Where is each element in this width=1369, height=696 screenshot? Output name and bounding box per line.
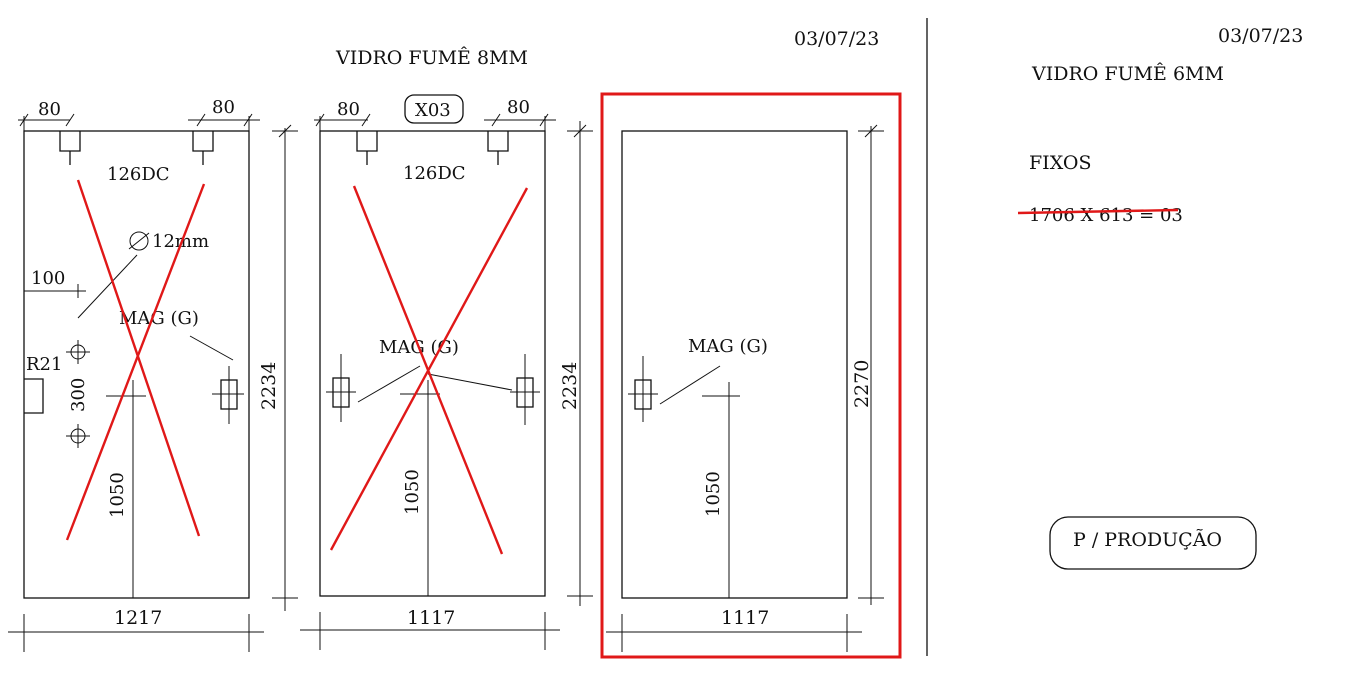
right-section-label: FIXOS bbox=[1029, 152, 1091, 174]
panel-c-mag-label: MAG (G) bbox=[688, 336, 768, 357]
panel-a-offset-label: 100 bbox=[31, 268, 65, 289]
panel-a: 80 80 126DC 12mm 100 MAG (G) R21 bbox=[8, 97, 298, 652]
panel-b-height-label: 1050 bbox=[402, 469, 423, 515]
right-item-line: 1706 X 613 = 03 bbox=[1029, 205, 1183, 226]
panel-b-cross-mark-2 bbox=[329, 187, 529, 551]
panel-b-code-badge-frame bbox=[404, 94, 464, 124]
panel-b-hinge-left bbox=[356, 131, 378, 165]
panel-a-hole-label: 12mm bbox=[152, 231, 209, 252]
panel-c-width-label: 1117 bbox=[721, 607, 769, 629]
panel-c-outline bbox=[621, 130, 848, 599]
production-stamp: P / PRODUÇÃO bbox=[1073, 529, 1222, 551]
panel-c-highlight-frame bbox=[600, 92, 902, 659]
panel-a-magnet bbox=[212, 366, 244, 424]
panel-b: 80 80 X03 126DC MAG (G) 1050 bbox=[300, 94, 593, 650]
panel-a-mag-label: MAG (G) bbox=[119, 308, 199, 329]
right-item-strike bbox=[1017, 208, 1179, 215]
panel-a-hole-lower bbox=[66, 424, 90, 448]
panel-b-dim-top-left: 80 bbox=[337, 99, 360, 120]
panel-b-magnet-right bbox=[510, 354, 540, 425]
panel-a-height-label: 1050 bbox=[107, 472, 128, 518]
panel-b-hinge-right bbox=[487, 131, 509, 165]
panel-a-label-top: 126DC bbox=[107, 164, 170, 185]
panel-a-cross-mark-2 bbox=[65, 183, 206, 541]
right-title: VIDRO FUMÊ 6MM bbox=[1031, 62, 1224, 85]
panel-b-label-top: 126DC bbox=[403, 163, 466, 184]
left-date: 03/07/23 bbox=[794, 28, 879, 50]
panel-a-width-label: 1217 bbox=[114, 607, 162, 629]
panel-b-magnet-left bbox=[326, 354, 356, 422]
panel-a-cross-mark-1 bbox=[76, 179, 201, 537]
panel-a-radius-label: R21 bbox=[26, 354, 62, 375]
panel-a-dim-top-left: 80 bbox=[38, 99, 61, 120]
panel-c-magnet bbox=[628, 356, 658, 422]
panel-b-code-badge: X03 bbox=[415, 100, 451, 121]
panel-b-side-label: 2234 bbox=[559, 362, 581, 410]
panel-a-dim-top-right: 80 bbox=[212, 97, 235, 118]
panel-a-side-label: 2234 bbox=[258, 362, 280, 410]
panel-b-outline bbox=[319, 130, 546, 597]
production-stamp-frame bbox=[1049, 516, 1257, 570]
panel-a-spacing-label: 300 bbox=[68, 378, 89, 412]
panel-c-height-label: 1050 bbox=[703, 471, 724, 517]
panel-b-width-label: 1117 bbox=[407, 607, 455, 629]
panel-c-side-label: 2270 bbox=[851, 360, 873, 408]
panel-a-hole-upper bbox=[66, 340, 90, 364]
right-date: 03/07/23 bbox=[1218, 25, 1303, 47]
panel-b-dim-top-right: 80 bbox=[507, 97, 530, 118]
right-sheet: 03/07/23 VIDRO FUMÊ 6MM FIXOS 1706 X 613… bbox=[1017, 25, 1303, 570]
left-title: VIDRO FUMÊ 8MM bbox=[335, 46, 528, 69]
panel-c: MAG (G) 1050 2270 1117 bbox=[600, 92, 902, 659]
panel-a-outline bbox=[23, 130, 250, 599]
panel-a-hinge-left bbox=[59, 131, 81, 165]
panel-a-hinge-right bbox=[192, 131, 214, 165]
